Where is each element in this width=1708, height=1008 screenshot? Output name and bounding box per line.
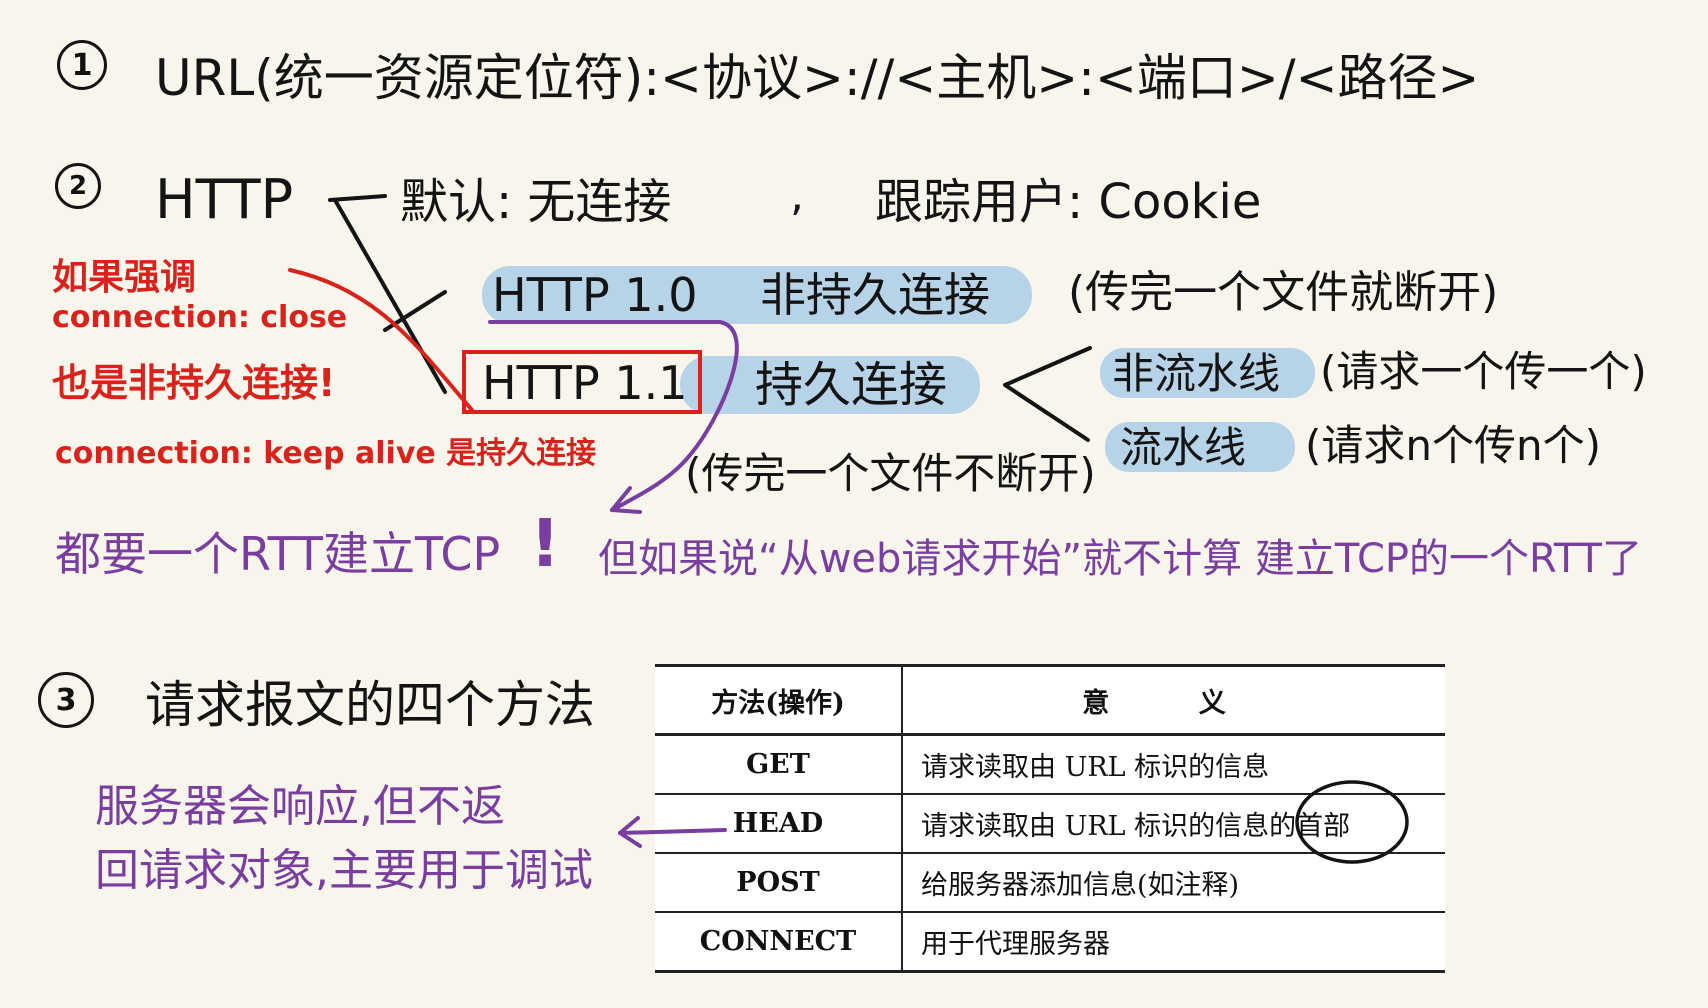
non-pipeline-label: 非流水线 — [1112, 349, 1281, 398]
purple-exclamation: ! — [530, 505, 561, 582]
default-connectionless: 默认: 无连接 — [400, 174, 672, 230]
head-note-line1: 服务器会响应,但不返 — [95, 781, 505, 832]
http10-label: HTTP 1.0 — [492, 268, 698, 322]
purple-arrow-head-note — [618, 828, 727, 835]
meaning-cell: 请求读取由 URL 标识的信息 — [902, 734, 1445, 795]
red-note-line4: connection: keep alive 是持久连接 — [55, 436, 597, 471]
tracking-cookie: 跟踪用户: Cookie — [875, 174, 1262, 230]
url-definition: URL(统一资源定位符):<协议>://<主机>:<端口>/<路径> — [155, 49, 1480, 107]
purple-arrowhead-left — [618, 816, 642, 848]
header-meaning: 意 义 — [902, 664, 1445, 736]
pipeline-fork — [1003, 346, 1092, 442]
non-pipeline-highlight — [1100, 348, 1315, 398]
section-3-title: 请求报文的四个方法 — [145, 676, 595, 734]
http11-label: HTTP 1.1 — [482, 356, 688, 410]
method-cell: CONNECT — [655, 912, 903, 973]
section-1-number: 1 — [57, 40, 107, 90]
http-methods-table: 方法(操作) 意 义 GET 请求读取由 URL 标识的信息 HEAD 请求读取… — [655, 664, 1445, 973]
purple-arrowhead-up — [610, 486, 642, 514]
red-note-line1: 如果强调 — [52, 257, 197, 298]
non-pipeline-note: (请求一个传一个) — [1320, 347, 1647, 396]
http11-note: (传完一个文件不断开) — [685, 449, 1096, 498]
red-pointer-curve — [288, 268, 474, 412]
pipeline-label: 流水线 — [1120, 423, 1247, 472]
http10-note: (传完一个文件就断开) — [1068, 267, 1499, 318]
http11-red-box — [462, 350, 702, 414]
section-2-number: 2 — [55, 163, 101, 209]
method-cell: GET — [655, 734, 903, 795]
table-row: HEAD 请求读取由 URL 标识的信息的首部 — [655, 794, 1445, 854]
circle-header-emphasis — [1295, 780, 1409, 864]
purple-bracket-arrow — [488, 320, 739, 512]
method-cell: HEAD — [655, 794, 903, 854]
http10-type: 非持久连接 — [760, 268, 990, 322]
table-header-row: 方法(操作) 意 义 — [655, 664, 1445, 736]
section-3-number: 3 — [38, 672, 94, 728]
tree-line-vertical — [333, 198, 447, 394]
table-row: CONNECT 用于代理服务器 — [655, 912, 1445, 973]
method-cell: POST — [655, 853, 903, 913]
meaning-cell: 请求读取由 URL 标识的信息的首部 — [902, 794, 1445, 854]
tree-line-default — [328, 194, 387, 202]
http-label: HTTP — [155, 168, 294, 231]
purple-rtt-condition: 但如果说“从web请求开始”就不计算 建立TCP的一个RTT了 — [598, 536, 1643, 582]
http10-highlight — [482, 266, 1032, 324]
http11-type: 持久连接 — [755, 357, 948, 413]
red-note-line2: connection: close — [52, 300, 348, 335]
purple-rtt-note: 都要一个RTT建立TCP — [55, 527, 501, 581]
red-note-line3: 也是非持久连接! — [52, 361, 336, 405]
header-method: 方法(操作) — [655, 664, 903, 736]
meaning-cell: 用于代理服务器 — [902, 912, 1445, 973]
pipeline-highlight — [1105, 422, 1295, 472]
head-note-line2: 回请求对象,主要用于调试 — [95, 845, 593, 896]
table-row: GET 请求读取由 URL 标识的信息 — [655, 734, 1445, 795]
pipeline-note: (请求n个传n个) — [1305, 421, 1602, 470]
comma: , — [790, 170, 804, 221]
